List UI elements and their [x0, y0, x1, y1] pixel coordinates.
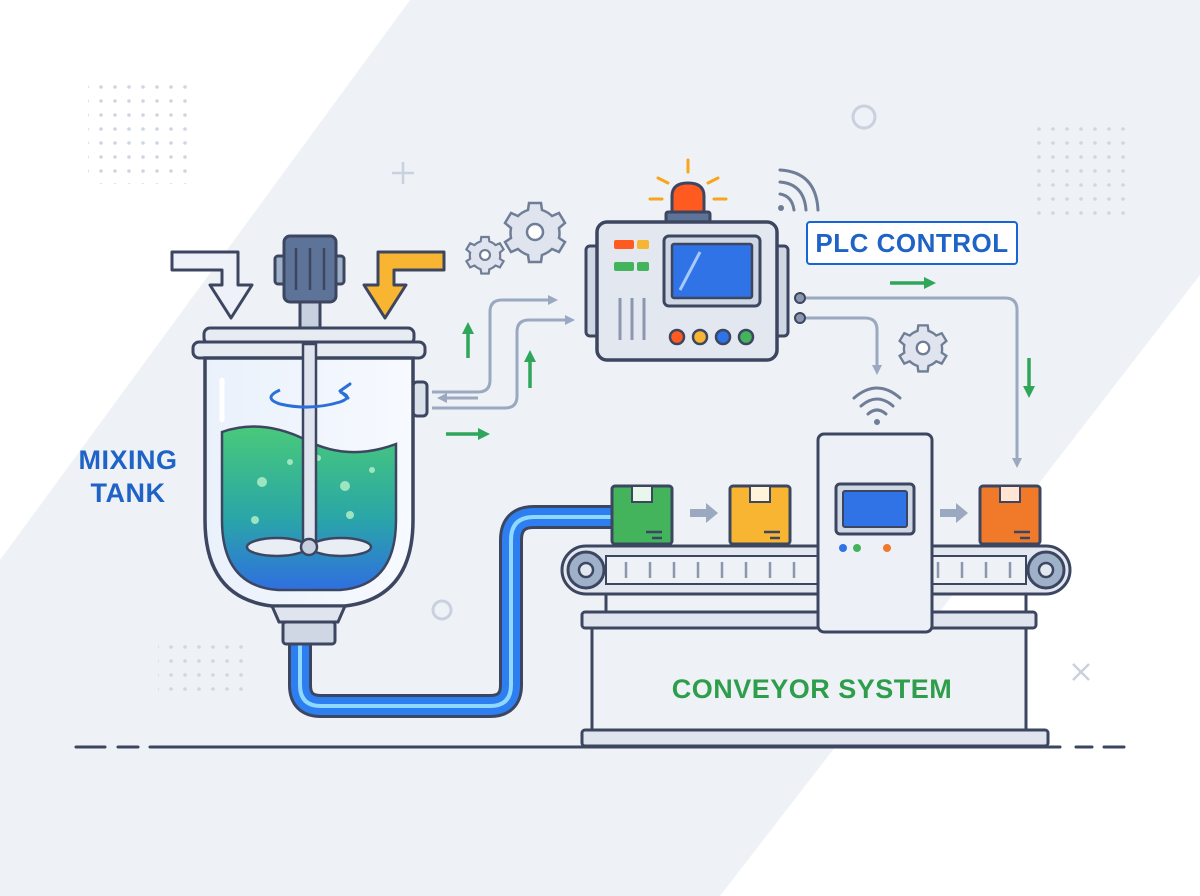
decor-cross	[1072, 663, 1090, 681]
scanner-station	[816, 386, 934, 634]
package-box-icon	[610, 484, 674, 546]
gear-icon	[503, 201, 567, 264]
package-box-icon	[978, 484, 1042, 546]
conveyor-system	[560, 386, 1072, 748]
mixing-tank	[170, 234, 446, 646]
decor-ring	[851, 104, 877, 130]
package-box-icon	[728, 484, 792, 546]
decor-ring	[431, 599, 453, 621]
mixing-tank-label: MIXING TANK	[58, 444, 198, 510]
conveyor-system-label-text: CONVEYOR SYSTEM	[671, 674, 953, 704]
conveyor-system-label: CONVEYOR SYSTEM	[612, 674, 1012, 705]
wifi-signal-icon	[852, 386, 902, 425]
decor-dots-topleft	[88, 84, 188, 184]
plc-controller	[584, 158, 820, 362]
plc-control-label: PLC CONTROL	[806, 221, 1018, 265]
warning-beacon-icon	[648, 158, 728, 226]
inlet-arrow-icon	[170, 250, 254, 320]
mixing-tank-label-line1: MIXING	[78, 445, 178, 475]
movement-arrows	[690, 503, 968, 523]
flow-arrows	[446, 277, 1035, 440]
mixer-motor-icon	[273, 234, 346, 330]
signal-lines	[432, 295, 1022, 468]
gear-icon	[464, 235, 506, 275]
rotation-arrow-icon	[269, 382, 352, 409]
decor-plus	[392, 162, 414, 184]
inlet-arrow-icon	[362, 250, 446, 320]
wifi-signal-icon	[778, 168, 820, 212]
plc-control-label-text: PLC CONTROL	[815, 227, 1009, 258]
mixing-tank-label-line2: TANK	[90, 478, 166, 508]
decor-dots-bottomleft	[158, 636, 244, 694]
decor-dots-topright	[1030, 124, 1130, 224]
gear-icon	[898, 324, 948, 373]
